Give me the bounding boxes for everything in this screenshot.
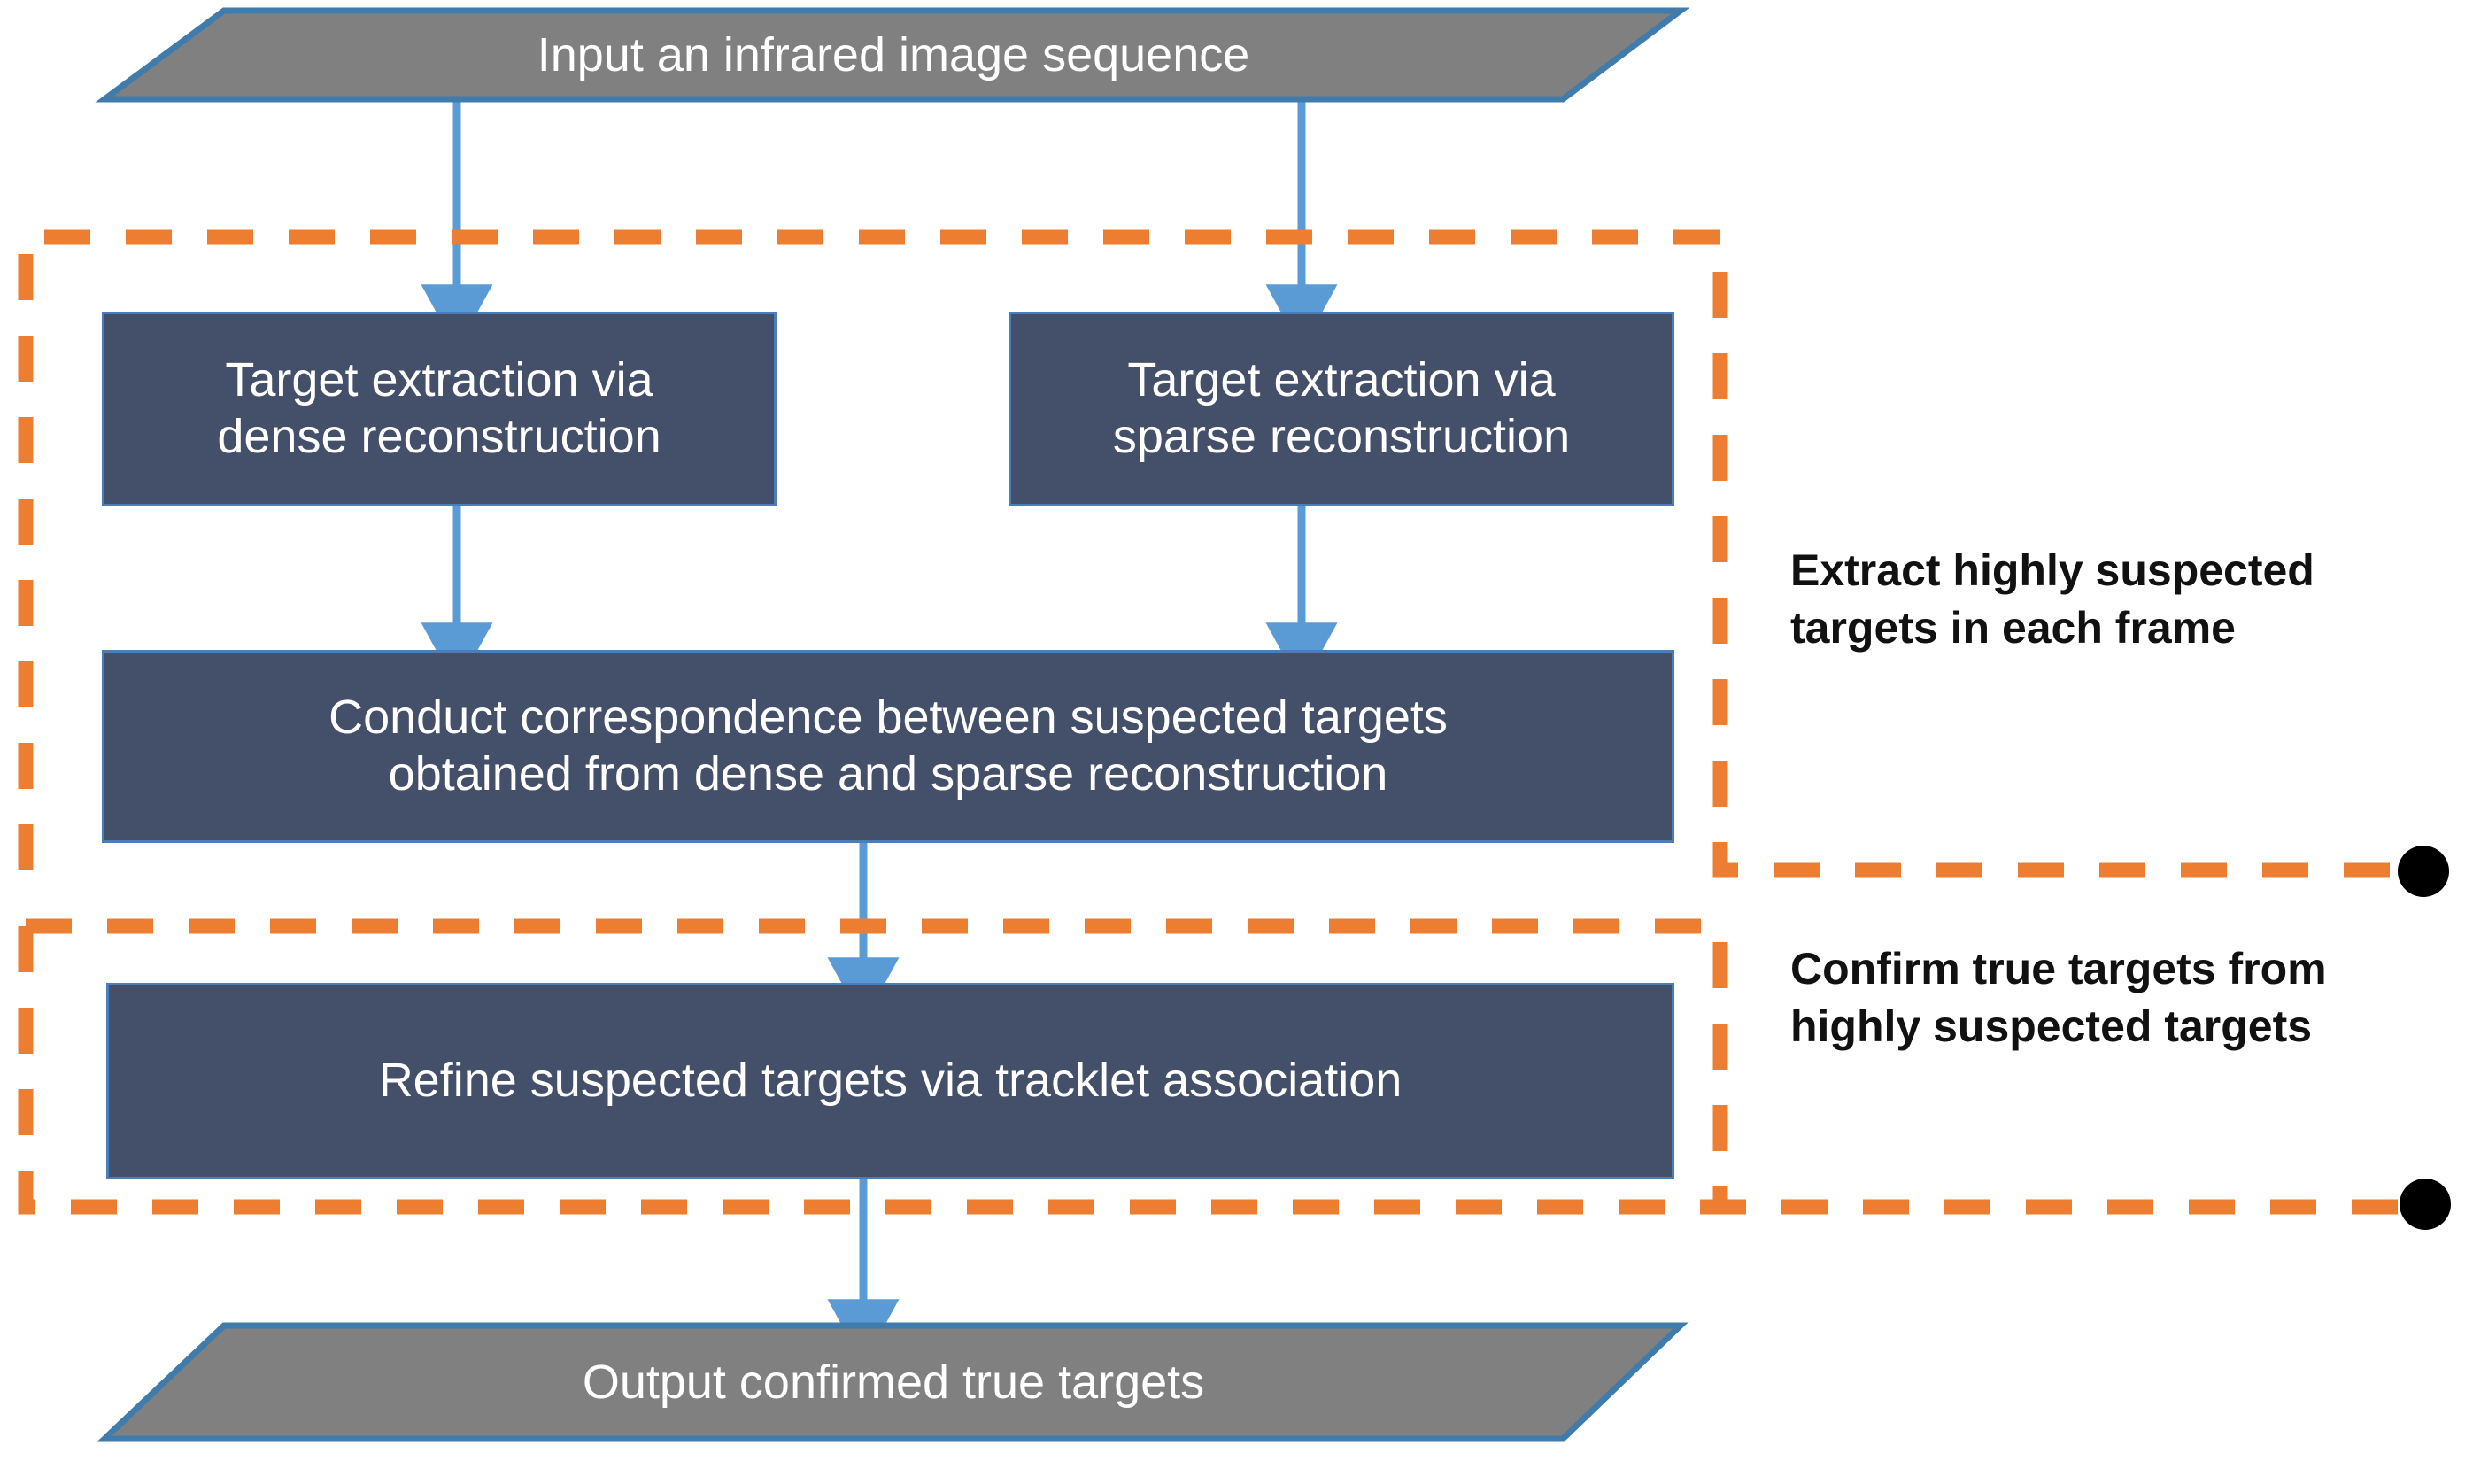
group-stage-2-marker-dot [2400, 1179, 2451, 1230]
node-sparse-label: Target extraction via sparse reconstruct… [1113, 352, 1570, 465]
node-target-extraction-dense[interactable]: Target extraction via dense reconstructi… [102, 312, 777, 506]
group-stage-1-annotation: Extract highly suspected targets in each… [1790, 545, 2315, 653]
node-refine-label: Refine suspected targets via tracklet as… [378, 1054, 1403, 1108]
group-stage-1-dashed-border [18, 229, 2417, 878]
node-target-extraction-sparse[interactable]: Target extraction via sparse reconstruct… [1009, 312, 1674, 506]
node-sparse-line-1: Target extraction via [1127, 353, 1556, 407]
node-correspondence-line-2: obtained from dense and sparse reconstru… [388, 747, 1388, 800]
input-parallelogram [95, 7, 1690, 103]
node-correspondence-line-1: Conduct correspondence between suspected… [328, 691, 1448, 745]
node-dense-line-1: Target extraction via [225, 353, 653, 407]
edge-arrows [421, 99, 1338, 1364]
node-correspondence-label: Conduct correspondence between suspected… [328, 690, 1448, 802]
group-stage-1-marker-dot [2398, 846, 2449, 897]
node-conduct-correspondence[interactable]: Conduct correspondence between suspected… [102, 650, 1674, 843]
node-refine-suspected-targets[interactable]: Refine suspected targets via tracklet as… [106, 983, 1674, 1179]
node-dense-line-2: dense reconstruction [217, 410, 661, 463]
group-stage-2-annotation: Confirm true targets from highly suspect… [1790, 944, 2327, 1051]
group-stage-2-dashed-border [18, 918, 2417, 1215]
node-sparse-line-2: sparse reconstruction [1112, 410, 1571, 463]
node-dense-label: Target extraction via dense reconstructi… [217, 352, 661, 465]
output-parallelogram [97, 1322, 1689, 1442]
